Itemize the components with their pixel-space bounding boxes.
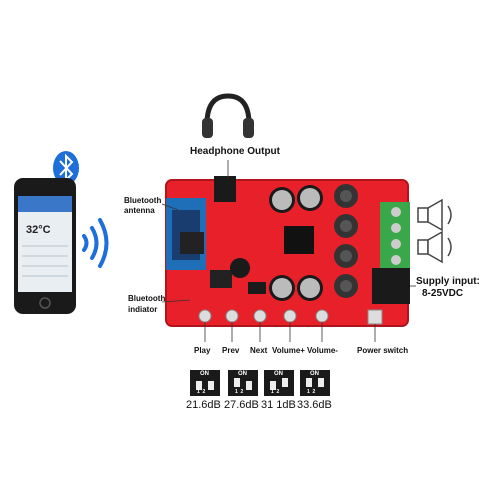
wireless-signal-icon bbox=[82, 218, 109, 268]
bluetooth-indicator-label-2: indiator bbox=[128, 305, 158, 314]
gain-value: 33.6dB bbox=[297, 399, 332, 411]
supply-input-label-2: 8-25VDC bbox=[422, 288, 464, 299]
speaker-icon bbox=[417, 198, 452, 264]
headphone-icon bbox=[202, 93, 254, 138]
switch-pin-text: 1 2 bbox=[271, 389, 280, 395]
switch-on-text: ON bbox=[238, 371, 247, 377]
smartphone bbox=[14, 178, 76, 314]
phone-temperature: 32°C bbox=[26, 224, 51, 236]
amplifier-board bbox=[165, 176, 410, 327]
gain-value: 27.6dB bbox=[224, 399, 259, 411]
bluetooth-indicator-label-1: Bluetooth bbox=[128, 294, 166, 303]
gain-value: 21.6dB bbox=[186, 399, 221, 411]
bluetooth-antenna-label-2: antenna bbox=[124, 206, 155, 215]
switch-pin-text: 1 2 bbox=[307, 389, 316, 395]
switch-pin-text: 1 2 bbox=[235, 389, 244, 395]
bluetooth-antenna-label-1: Bluetooth bbox=[124, 196, 162, 205]
switch-pin-text: 1 2 bbox=[197, 389, 206, 395]
leader-lines bbox=[161, 160, 416, 342]
switch-on-text: ON bbox=[274, 371, 283, 377]
volume-down-label: Volume- bbox=[307, 346, 338, 355]
gain-value: 31 1dB bbox=[261, 399, 296, 411]
power-switch-label: Power switch bbox=[357, 346, 409, 355]
play-button-label: Play bbox=[194, 346, 211, 355]
switch-on-text: ON bbox=[310, 371, 319, 377]
prev-button-label: Prev bbox=[222, 346, 240, 355]
supply-input-label-1: Supply input: bbox=[416, 276, 480, 287]
bluetooth-icon bbox=[53, 151, 79, 185]
headphone-output-label: Headphone Output bbox=[190, 146, 280, 157]
switch-on-text: ON bbox=[200, 371, 209, 377]
gain-switch-diagrams bbox=[190, 370, 330, 396]
next-button-label: Next bbox=[250, 346, 268, 355]
volume-up-label: Volume+ bbox=[272, 346, 305, 355]
